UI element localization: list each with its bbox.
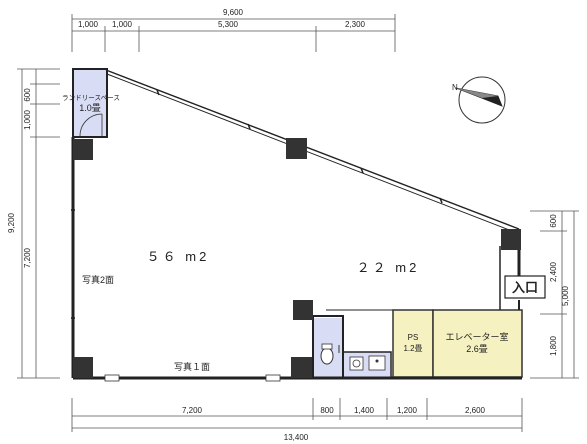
pillar (73, 139, 93, 160)
right-dim-total: 5,000 (561, 285, 570, 306)
sink-basin-icon (368, 355, 386, 371)
laundry-size: 1.0畳 (79, 103, 101, 113)
right-dim-bot: 1,800 (549, 335, 558, 356)
ps-room (392, 309, 434, 378)
main-area-label: ５６ m2 (147, 249, 210, 264)
ps-name: PS (408, 333, 419, 342)
laundry-name: ランドリースペース (62, 94, 120, 102)
bottom-dim-1: 7,200 (182, 406, 203, 415)
pillars (73, 138, 521, 378)
bottom-dim-3: 1,400 (354, 406, 375, 415)
entrance-label: 入口 (512, 280, 538, 295)
bottom-dim-5: 2,600 (465, 406, 486, 415)
wall-marks (71, 89, 443, 319)
top-dim-3: 5,300 (218, 20, 239, 29)
compass-icon: N (452, 76, 506, 124)
toilet-tank-icon (321, 343, 333, 350)
bottom-dim-4: 1,200 (397, 406, 418, 415)
bottom-dim-total: 13,400 (284, 433, 309, 442)
pillar (73, 357, 93, 378)
left-dim-main: 7,200 (23, 247, 32, 268)
washer-icon (349, 356, 364, 371)
toilet-icon (320, 347, 334, 365)
elevator-size: 2.6畳 (466, 344, 488, 354)
side-area-label: ２２ m2 (357, 260, 420, 275)
bottom-dim-2: 800 (320, 406, 334, 415)
pillar (286, 138, 307, 159)
top-dim-4: 2,300 (345, 20, 366, 29)
pillar (291, 357, 312, 378)
right-dimensions (530, 210, 579, 379)
right-dim-top: 600 (549, 214, 558, 228)
photo-1-label: 写真１面 (174, 361, 210, 372)
ps-size: 1.2畳 (403, 344, 422, 353)
left-dim-total: 9,200 (7, 212, 16, 233)
window-south-1 (104, 374, 120, 382)
photo-2-label: 写真2面 (82, 274, 114, 285)
washer-drum-icon (352, 359, 361, 368)
bottom-dimensions (71, 398, 523, 432)
pillar (501, 229, 521, 250)
laundry-door-swing (79, 113, 103, 137)
elevator-name: エレベーター室 (445, 331, 508, 342)
top-dim-total: 9,600 (223, 8, 244, 17)
top-dimensions (71, 14, 396, 52)
top-dim-2: 1,000 (112, 20, 133, 29)
right-dim-mid: 2,400 (549, 261, 558, 282)
compass-north-mark: N (452, 83, 458, 92)
window-south-2 (265, 374, 281, 382)
pillar (293, 300, 313, 320)
laundry-space (74, 70, 106, 136)
left-dim-top: 1,000 (23, 109, 32, 130)
entrance-label-box (504, 275, 546, 299)
faucet-icon (375, 359, 379, 363)
left-dim-small: 600 (23, 88, 32, 102)
elevator-room (432, 309, 523, 378)
top-dim-1: 1,000 (78, 20, 99, 29)
left-dimensions (17, 68, 60, 379)
